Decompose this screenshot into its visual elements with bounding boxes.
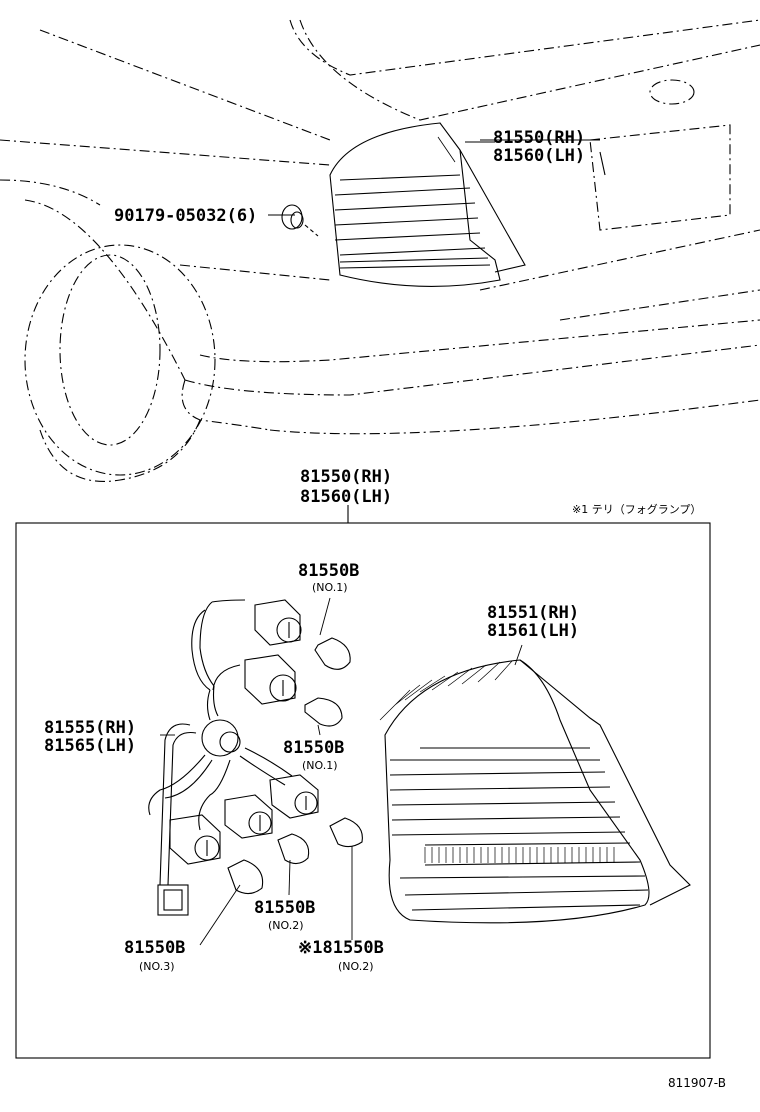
tail-lamp-lh-label: 81560(LH) [493, 146, 586, 166]
lens-lh-label: 81561(LH) [487, 621, 580, 641]
lens-rh-label: 81551(RH) [487, 603, 580, 623]
bulb-left-code: 81550B [124, 938, 186, 958]
car-body-outline [0, 19, 760, 482]
bulb-left [227, 859, 264, 895]
lens-hatching [379, 660, 615, 863]
socket-4 [224, 794, 273, 839]
clip-part [268, 204, 319, 237]
leader-lines [160, 139, 600, 946]
bulb-top-code: 81550B [298, 561, 360, 581]
fog-lamp-note: ※1 テリ（フォグランプ） [572, 503, 702, 516]
bulb-mid [304, 697, 343, 727]
assembly-rh-label: 81550(RH) [300, 467, 393, 487]
diagram-id: 811907-B [668, 1076, 726, 1090]
bulb-left-no: (NO.3) [139, 960, 175, 973]
assembly-box [15, 522, 711, 1059]
socket-2 [244, 654, 297, 705]
bulb-low-no: (NO.2) [268, 919, 304, 932]
socket-5 [169, 814, 221, 865]
bulb-right-code: ※181550B [298, 938, 384, 958]
socket-3 [269, 774, 319, 819]
bulb-right-no: (NO.2) [338, 960, 374, 973]
bulb-top [314, 637, 351, 670]
bulb-right [329, 817, 363, 848]
bulb-mid-code: 81550B [283, 738, 345, 758]
bulb-top-no: (NO.1) [312, 581, 348, 594]
bulb-low [277, 833, 310, 865]
socket-lh-label: 81565(LH) [44, 736, 137, 756]
socket-harness [148, 599, 319, 916]
clip-part-number: 90179-05032(6) [114, 206, 258, 226]
socket-rh-label: 81555(RH) [44, 718, 137, 738]
lens-assembly [384, 659, 691, 924]
installed-tail-lamp [329, 122, 606, 287]
tail-lamp-rh-label: 81550(RH) [493, 128, 586, 148]
socket-1 [254, 599, 302, 646]
bulb-low-code: 81550B [254, 898, 316, 918]
assembly-lh-label: 81560(LH) [300, 487, 393, 507]
bulb-mid-no: (NO.1) [302, 759, 338, 772]
